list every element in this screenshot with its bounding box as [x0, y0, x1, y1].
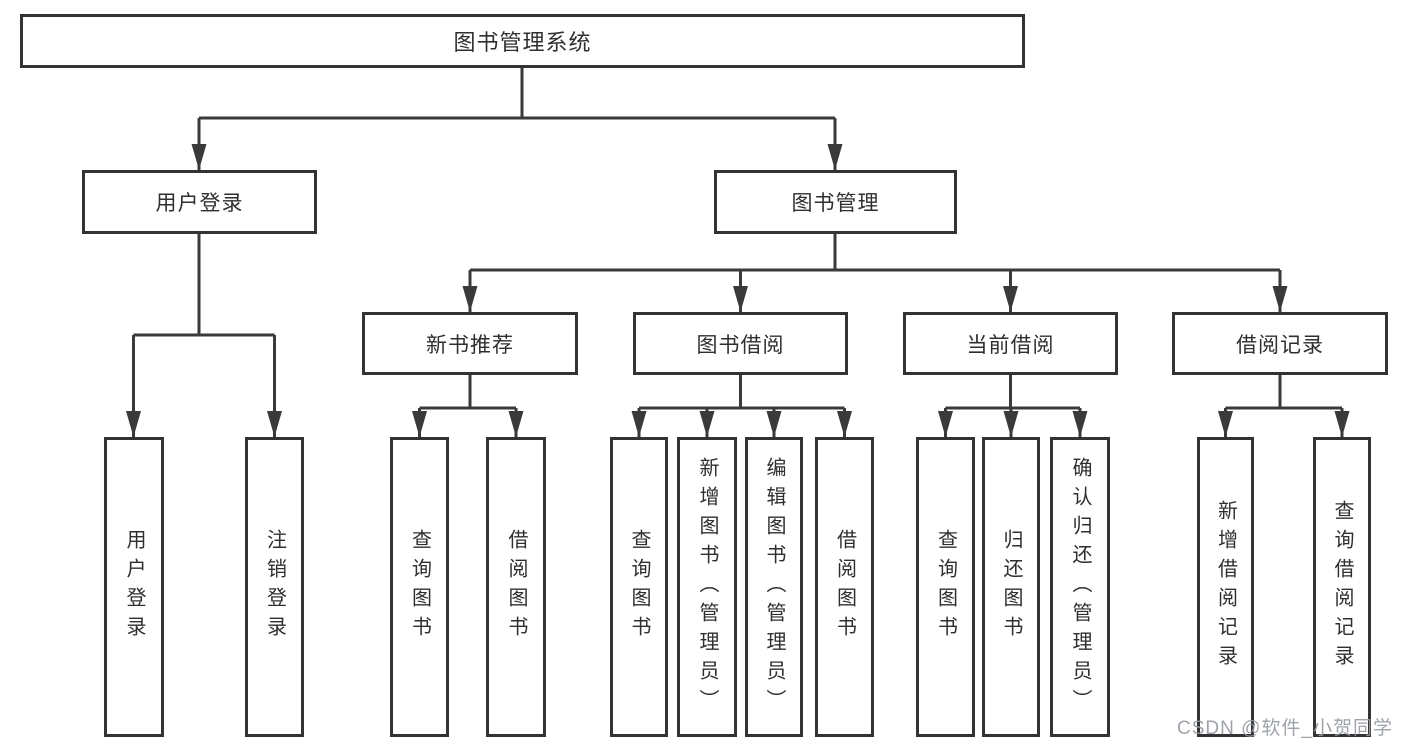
leaf-query-borrow-record: 查询借阅记录 — [1313, 437, 1371, 737]
leaf-add-borrow-record: 新增借阅记录 — [1197, 437, 1254, 737]
node-borrow-records: 借阅记录 — [1172, 312, 1388, 375]
leaf-user-login: 用户登录 — [104, 437, 164, 737]
leaf-confirm-return-admin: 确认归还（管理员） — [1050, 437, 1110, 737]
leaf-logout: 注销登录 — [245, 437, 304, 737]
leaf-query-books-borrowing: 查询图书 — [610, 437, 668, 737]
node-user-login: 用户登录 — [82, 170, 317, 234]
leaf-add-books-admin: 新增图书（管理员） — [677, 437, 737, 737]
node-new-book-recommend: 新书推荐 — [362, 312, 578, 375]
node-library-system: 图书管理系统 — [20, 14, 1025, 68]
node-book-management: 图书管理 — [714, 170, 957, 234]
leaf-query-books-recommend: 查询图书 — [390, 437, 449, 737]
leaf-return-books: 归还图书 — [982, 437, 1040, 737]
leaf-query-books-current: 查询图书 — [916, 437, 975, 737]
leaf-edit-books-admin: 编辑图书（管理员） — [745, 437, 803, 737]
watermark: CSDN @软件_小贺同学 — [1177, 718, 1393, 739]
node-book-borrowing: 图书借阅 — [633, 312, 848, 375]
leaf-borrow-books-borrowing: 借阅图书 — [815, 437, 874, 737]
leaf-borrow-books-recommend: 借阅图书 — [486, 437, 546, 737]
node-current-borrowing: 当前借阅 — [903, 312, 1118, 375]
